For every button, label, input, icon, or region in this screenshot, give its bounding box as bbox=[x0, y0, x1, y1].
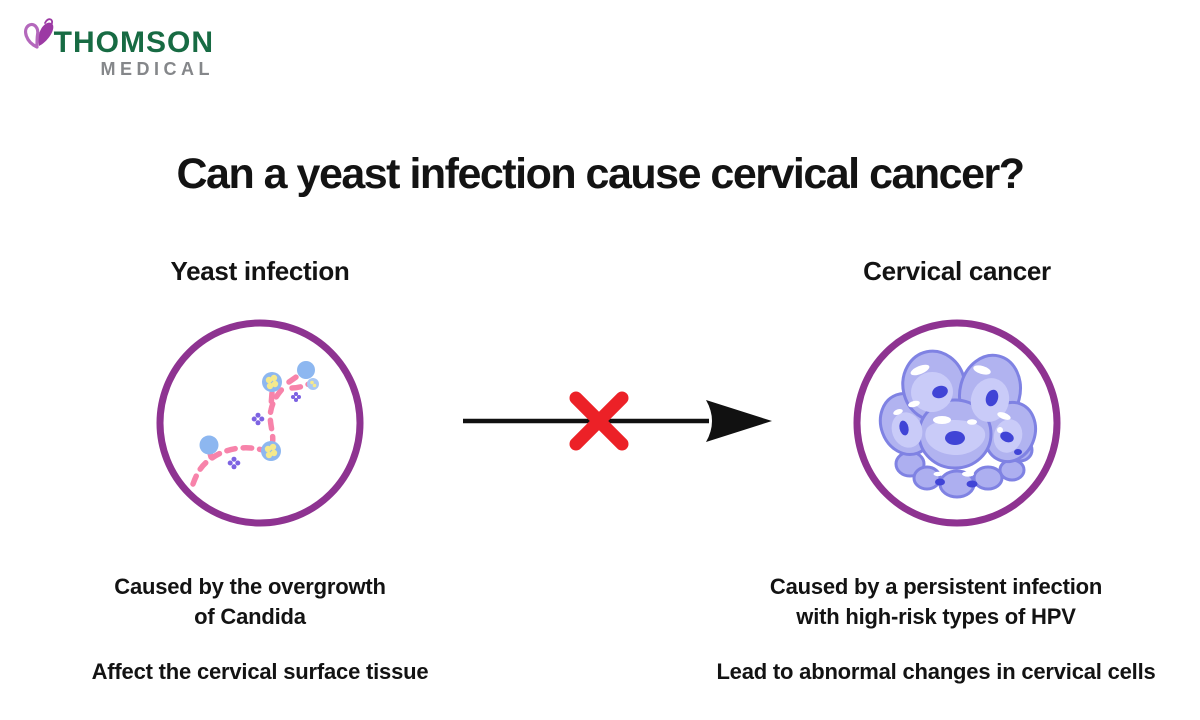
brand-name: THOMSON bbox=[53, 26, 214, 59]
butterfly-icon bbox=[24, 18, 54, 49]
yeast-infection-label: Yeast infection bbox=[170, 256, 350, 286]
yeast-caption: Caused by the overgrowth of Candida bbox=[20, 572, 480, 632]
arrow-icon bbox=[463, 391, 772, 451]
tumor-illustration-icon bbox=[853, 319, 1061, 527]
cancer-caption-line2: with high-risk types of HPV bbox=[796, 604, 1076, 629]
red-cross-icon bbox=[569, 391, 629, 451]
page-title: Can a yeast infection cause cervical can… bbox=[176, 150, 1025, 198]
cancer-caption-line1: Caused by a persistent infection bbox=[769, 574, 1103, 599]
brand-subtitle: MEDICAL bbox=[100, 59, 214, 79]
yeast-caption-line2: of Candida bbox=[194, 604, 306, 629]
brand-logo: THOMSON MEDICAL bbox=[22, 12, 222, 84]
yeast-footnote: Affect the cervical surface tissue bbox=[91, 659, 429, 684]
cancer-caption: Caused by a persistent infection with hi… bbox=[706, 572, 1166, 632]
yeast-caption-line1: Caused by the overgrowth bbox=[114, 574, 386, 599]
cancer-footnote: Lead to abnormal changes in cervical cel… bbox=[716, 659, 1156, 684]
cervical-cancer-illustration bbox=[852, 318, 1062, 528]
cervical-cancer-label: Cervical cancer bbox=[863, 256, 1051, 286]
yeast-infection-illustration bbox=[155, 318, 365, 528]
candida-illustration-icon bbox=[156, 319, 364, 527]
negation-arrow bbox=[455, 390, 785, 452]
